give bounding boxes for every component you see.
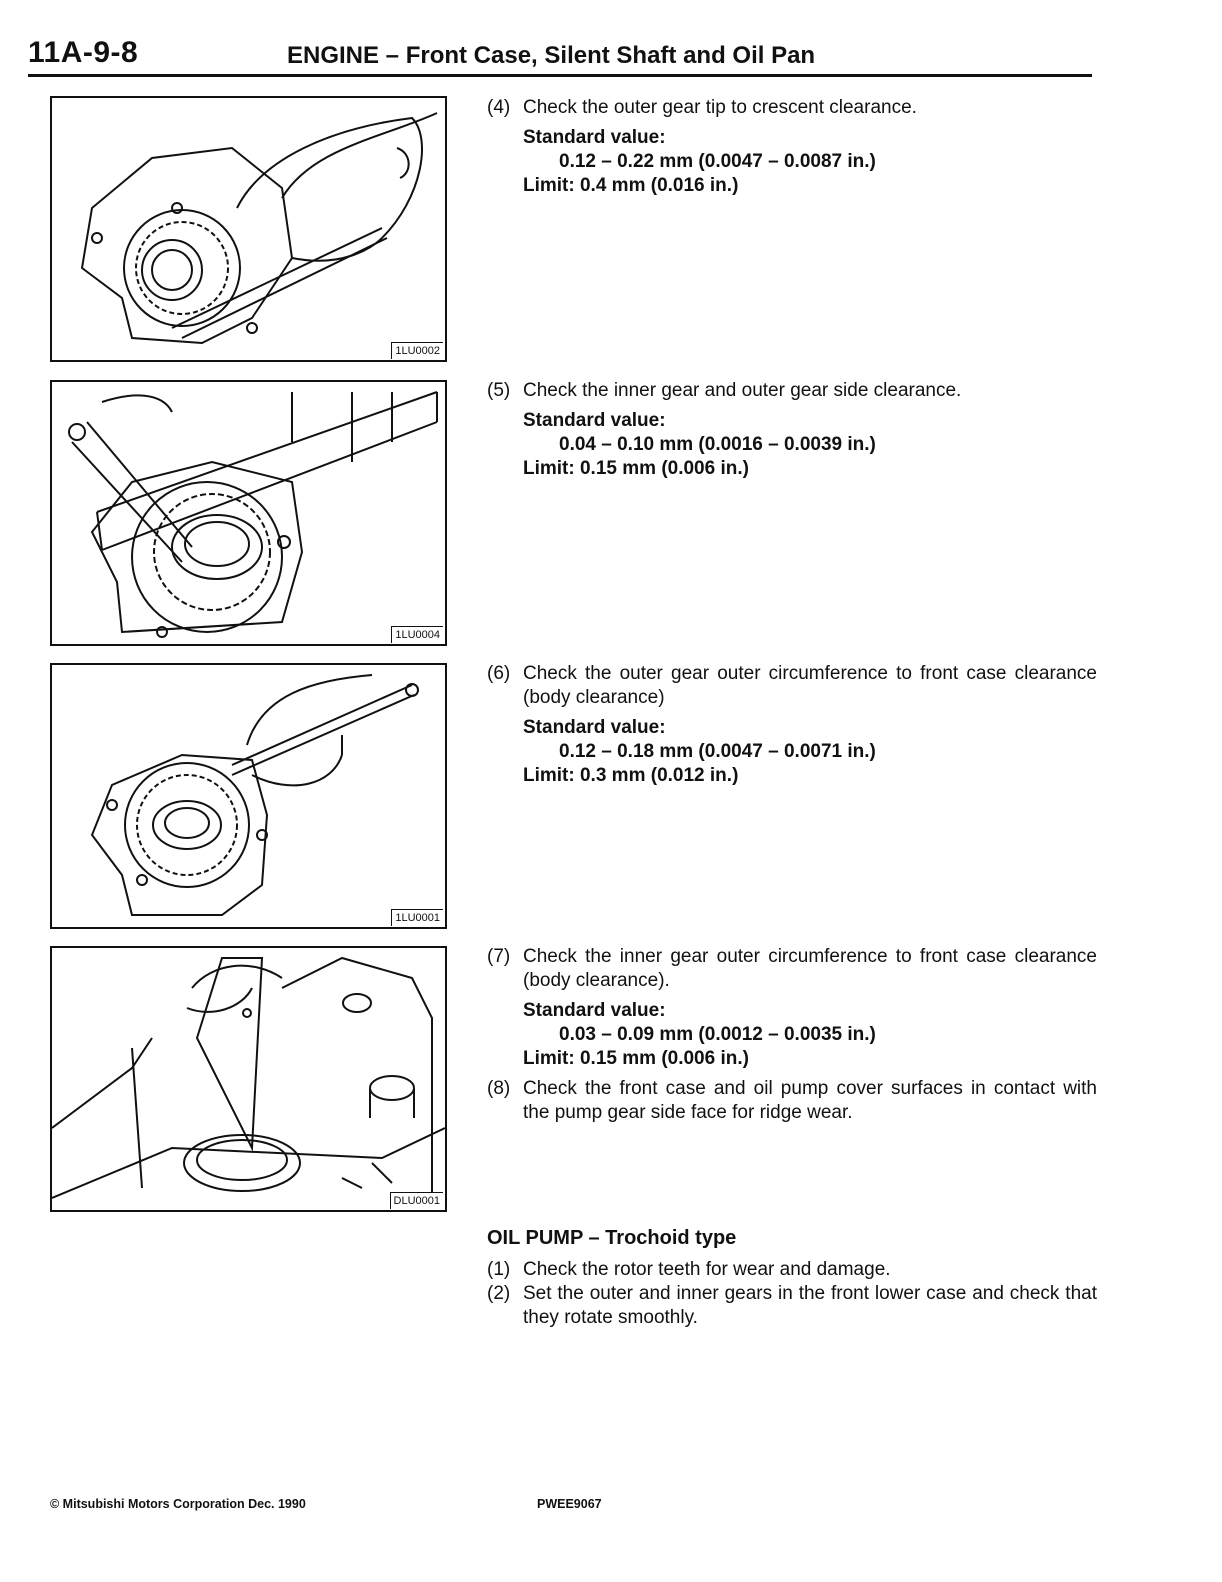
feeler-gauge-tip-clearance-illustration-icon [80,112,438,345]
limit-value: Limit: 0.3 mm (0.012 in.) [523,765,739,786]
step-item: (7) Check the inner gear outer circumfer… [487,945,1097,993]
header-rule [28,74,1092,77]
figure-code: 1LU0001 [391,909,443,926]
figure-code: DLU0001 [389,1192,443,1209]
figure-code: 1LU0002 [391,342,443,359]
standard-value-label: Standard value: [523,127,666,148]
section-heading: OIL PUMP – Trochoid type [487,1227,737,1249]
footer-code: PWEE9067 [537,1497,602,1511]
trochoid-steps: (1) Check the rotor teeth for wear and d… [487,1258,1097,1330]
step-text: Check the rotor teeth for wear and damag… [523,1259,891,1280]
page-title: ENGINE – Front Case, Silent Shaft and Oi… [287,42,816,69]
step-number: (2) [487,1283,511,1304]
standard-value: 0.12 – 0.22 mm (0.0047 – 0.0087 in.) [559,151,876,172]
figure-code: 1LU0004 [391,626,443,643]
standard-value: 0.12 – 0.18 mm (0.0047 – 0.0071 in.) [559,741,876,762]
step-text: Check the inner gear and outer gear side… [523,380,962,401]
front-case-surface-inspection-illustration-icon [52,956,445,1199]
step-item: (1) Check the rotor teeth for wear and d… [487,1258,1097,1282]
step-item: (8) Check the front case and oil pump co… [487,1077,1097,1125]
step-number: (6) [487,663,511,684]
footer-copyright: © Mitsubishi Motors Corporation Dec. 199… [50,1497,306,1511]
limit-value: Limit: 0.4 mm (0.016 in.) [523,175,739,196]
step-6-block: (6) Check the outer gear outer circumfer… [487,662,1097,788]
step-text: Check the outer gear tip to crescent cle… [523,97,917,118]
standard-value-label: Standard value: [523,1000,666,1021]
step-text: Check the front case and oil pump cover … [523,1078,1097,1123]
step-text: Set the outer and inner gears in the fro… [523,1283,1097,1328]
standard-value-label: Standard value: [523,717,666,738]
step-number: (5) [487,380,511,401]
step-5-block: (5) Check the inner gear and outer gear … [487,379,1097,481]
limit-value: Limit: 0.15 mm (0.006 in.) [523,1048,749,1069]
step-text: Check the outer gear outer circumference… [523,663,1097,708]
figure-3: 1LU0001 [50,663,447,929]
feeler-gauge-body-clearance-illustration-icon [90,674,419,916]
standard-value: 0.04 – 0.10 mm (0.0016 – 0.0039 in.) [559,434,876,455]
figure-4: DLU0001 [50,946,447,1212]
page-code: 11A-9-8 [28,36,139,69]
straight-edge-side-clearance-illustration-icon [68,391,438,638]
step-number: (4) [487,97,511,118]
step-number: (8) [487,1078,511,1099]
step-item: (6) Check the outer gear outer circumfer… [487,662,1097,710]
step-number: (1) [487,1259,511,1280]
step-4-block: (4) Check the outer gear tip to crescent… [487,96,1097,198]
limit-value: Limit: 0.15 mm (0.006 in.) [523,458,749,479]
standard-value-label: Standard value: [523,410,666,431]
step-item: (2) Set the outer and inner gears in the… [487,1282,1097,1330]
step-number: (7) [487,946,511,967]
step-7-block: (7) Check the inner gear outer circumfer… [487,945,1097,1125]
step-item: (5) Check the inner gear and outer gear … [487,379,1097,403]
figure-1: 1LU0002 [50,96,447,362]
figure-2: 1LU0004 [50,380,447,646]
step-item: (4) Check the outer gear tip to crescent… [487,96,1097,120]
standard-value: 0.03 – 0.09 mm (0.0012 – 0.0035 in.) [559,1024,876,1045]
step-text: Check the inner gear outer circumference… [523,946,1097,991]
